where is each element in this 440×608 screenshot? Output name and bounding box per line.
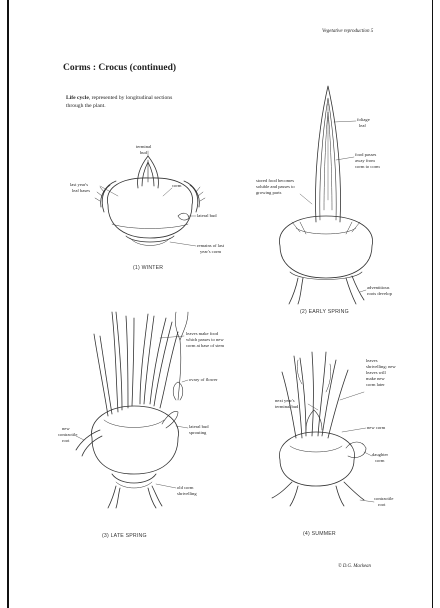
label-contractile-root-2: root [378,502,385,507]
label-terminal-bud-2: bud [140,150,147,155]
label-food-passes-1: food passes [355,152,376,157]
label-remains-2: year's corm [200,249,221,254]
label-stored-food-2: soluble and passes to [256,184,295,189]
label-leaves-make-1: leaves make food [186,331,218,336]
copyright-credit: © D.G. Mackean [338,564,371,569]
label-summer-leaves-4: make new [366,376,385,381]
caption-winter: (1) WINTER [133,265,163,271]
label-terminal-bud-1: terminal [136,144,151,149]
label-new-contractile-3: root [62,438,69,443]
caption-late-spring: (3) LATE SPRING [102,533,147,539]
label-next-year-bud-2: terminal bud [275,404,298,409]
label-ovary: ovary of flower [189,377,218,382]
label-next-year-bud-1: next year's [275,398,295,403]
label-leaves-make-2: which passes to new [186,337,224,342]
label-summer-leaves-3: leaves will [366,370,386,375]
label-daughter-corm-2: corm [375,458,384,463]
label-foliage-leaf-1: foliage [357,117,370,122]
caption-summer: (4) SUMMER [303,531,336,537]
label-old-corm-2: shrivelling [177,491,197,496]
label-lateral-bud-sprouting-2: sprouting [189,430,206,435]
caption-early-spring: (2) EARLY SPRING [300,309,349,315]
label-new-contractile-1: new [62,426,70,431]
label-daughter-corm-1: daughter [372,452,388,457]
label-food-passes-3: corm to corm [355,164,380,169]
label-new-contractile-2: contractile [58,432,77,437]
label-corm: corm [172,183,181,188]
label-summer-leaves-1: leaves [366,358,377,363]
label-remains-1: remains of last [197,243,224,248]
label-old-corm-1: old corm [177,485,193,490]
label-summer-leaves-5: corm later [366,382,385,387]
label-last-year-leaf-1: last year's [70,182,88,187]
label-stored-food-1: stored food becomes [256,178,294,183]
label-lateral-bud-sprouting-1: lateral bud [189,424,209,429]
label-leaves-make-3: corm at base of stem [186,343,224,348]
summer-drawing [272,352,374,506]
winter-drawing [95,151,205,246]
late-spring-drawing [76,312,188,508]
label-last-year-leaf-2: leaf bases [72,188,90,193]
label-new-corm: new corm [367,425,385,430]
label-food-passes-2: away from [355,158,375,163]
label-contractile-root-1: contractile [374,496,393,501]
label-lateral-bud: lateral bud [197,213,217,218]
label-adventitious-1: adventitious [367,285,389,290]
label-adventitious-2: roots develop [367,291,392,296]
label-foliage-leaf-2: leaf [359,123,366,128]
label-summer-leaves-2: shrivelling; new [366,364,396,369]
label-stored-food-3: growing parts [256,190,281,195]
